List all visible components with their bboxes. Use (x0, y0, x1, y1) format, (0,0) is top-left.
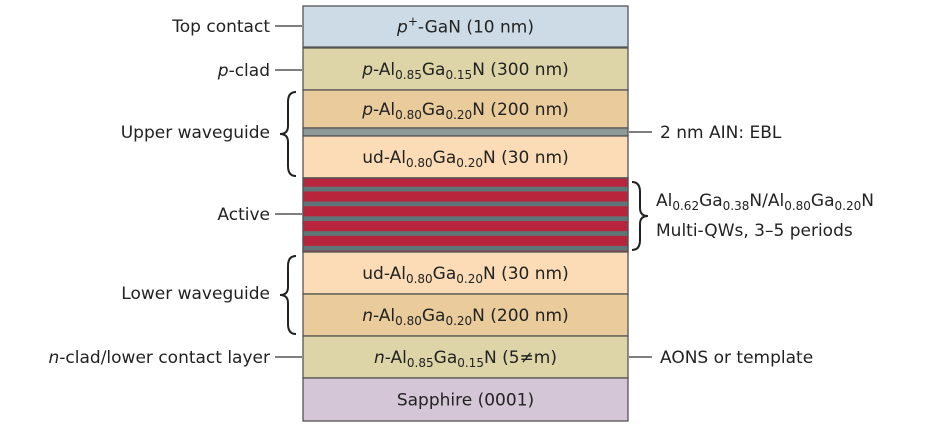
layer-text-p-clad-run: N (300 nm) (472, 60, 569, 80)
layer-sapphire (302, 377, 629, 422)
label-lower-waveguide: Lower waveguide (121, 284, 270, 304)
layer-text-p-clad-run: 0.85 (395, 68, 422, 82)
layer-text-n-clad-run: n (374, 348, 385, 368)
layer-text-ud-upper-waveguide-run: 0.20 (456, 156, 483, 170)
layer-text-top-contact: p+-GaN (10 nm) (396, 15, 534, 38)
layer-text-p-clad-run: Ga (422, 60, 446, 80)
layer-text-ud-lower-waveguide-run: ud-Al (362, 264, 406, 284)
qw-stripe (303, 245, 628, 251)
layer-text-p-upper-waveguide-run: -Al (373, 100, 395, 120)
label-mqw-run: Al (656, 191, 672, 211)
layer-text-ud-upper-waveguide-run: Ga (433, 148, 457, 168)
layer-text-n-lower-waveguide-run: n (362, 306, 373, 326)
label-n-clad-run: -clad/lower contact layer (59, 348, 270, 368)
label-upper-waveguide-run: Upper waveguide (121, 123, 270, 143)
layer-n-clad (302, 335, 629, 379)
layer-text-p-clad: p-Al0.85Ga0.15N (300 nm) (361, 60, 569, 82)
layer-p-upper-waveguide (302, 89, 629, 129)
layer-text-n-clad-run: Ga (434, 348, 458, 368)
label-p-clad-run: -clad (229, 61, 270, 81)
qw-stripe (303, 231, 628, 236)
layer-text-sapphire: Sapphire (0001) (397, 391, 534, 411)
qw-stripe (303, 201, 628, 207)
qw-stripe (303, 216, 628, 222)
layer-text-n-lower-waveguide-run: N (200 nm) (472, 306, 569, 326)
label-n-clad: n-clad/lower contact layer (49, 348, 270, 368)
label-p-clad: p-clad (217, 61, 270, 81)
layer-text-p-upper-waveguide-run: 0.80 (395, 108, 422, 122)
brace (279, 91, 297, 177)
layer-text-n-lower-waveguide-run: 0.20 (445, 314, 472, 328)
label-mqw-run: 0.62 (672, 199, 699, 213)
layer-text-p-clad-run: 0.15 (445, 68, 472, 82)
brace (631, 181, 649, 251)
layer-text-n-clad-run: -Al (385, 348, 407, 368)
layer-text-n-lower-waveguide-run: 0.80 (395, 314, 422, 328)
label-mqw-run: 0.80 (784, 199, 811, 213)
label-template-run: AONS or template (660, 348, 813, 368)
layer-text-ud-lower-waveguide-run: N (30 nm) (483, 264, 569, 284)
layer-text-n-clad-run: 0.85 (407, 356, 434, 370)
label-top-contact-run: Top contact (171, 17, 270, 37)
layer-text-top-contact-run: p (396, 18, 408, 38)
layer-n-lower-waveguide (302, 293, 629, 337)
layer-text-sapphire-run: Sapphire (0001) (397, 391, 534, 411)
label-template: AONS or template (660, 348, 813, 368)
layer-text-n-clad-run: N (5≠m) (484, 348, 557, 368)
layer-text-p-clad-run: p (361, 60, 373, 80)
layer-text-ud-upper-waveguide-run: N (30 nm) (483, 148, 569, 168)
label-mqw-run: Ga (699, 191, 723, 211)
layer-text-top-contact-run: + (408, 15, 418, 29)
layer-text-n-lower-waveguide-run: Ga (422, 306, 446, 326)
layer-ebl (302, 127, 629, 137)
layer-text-ud-lower-waveguide: ud-Al0.80Ga0.20N (30 nm) (362, 264, 568, 286)
leader-lines (275, 25, 652, 358)
label-mqw-run: N/Al (749, 191, 784, 211)
layer-text-ud-lower-waveguide-run: 0.80 (406, 272, 433, 286)
layer-text-n-lower-waveguide: n-Al0.80Ga0.20N (200 nm) (362, 306, 569, 328)
label-mqw-run: 0.20 (835, 199, 862, 213)
label-active: Active (217, 205, 270, 225)
label-mqw-line2: Multi-QWs, 3–5 periods (656, 221, 853, 241)
layer-text-top-contact-run: -GaN (10 nm) (418, 18, 534, 38)
layer-text-n-clad: n-Al0.85Ga0.15N (5≠m) (374, 348, 557, 370)
label-upper-waveguide: Upper waveguide (121, 123, 270, 143)
label-mqw-run: 0.38 (723, 199, 750, 213)
label-mqw-line2-run: Multi-QWs, 3–5 periods (656, 221, 853, 241)
layer-text-p-upper-waveguide-run: 0.20 (445, 108, 472, 122)
layer-text-p-upper-waveguide-run: Ga (422, 100, 446, 120)
layer-ud-lower-waveguide (302, 251, 629, 295)
brace (279, 255, 297, 335)
layer-text-p-upper-waveguide-run: p (361, 100, 373, 120)
layer-text-p-clad-run: -Al (373, 60, 395, 80)
layer-text-n-lower-waveguide-run: -Al (373, 306, 395, 326)
layer-text-ud-upper-waveguide-run: 0.80 (406, 156, 433, 170)
layer-text-p-upper-waveguide: p-Al0.80Ga0.20N (200 nm) (361, 100, 569, 122)
label-mqw: Al0.62Ga0.38N/Al0.80Ga0.20N (656, 191, 874, 213)
braces (279, 91, 649, 335)
layer-text-p-upper-waveguide-run: N (200 nm) (472, 100, 569, 120)
layer-stack: p+-GaN (10 nm)p-Al0.85Ga0.15N (300 nm)p-… (302, 5, 629, 422)
layer-text-ud-lower-waveguide-run: 0.20 (456, 272, 483, 286)
layer-text-ud-upper-waveguide-run: ud-Al (362, 148, 406, 168)
layer-text-ud-upper-waveguide: ud-Al0.80Ga0.20N (30 nm) (362, 148, 568, 170)
label-active-run: Active (217, 205, 270, 225)
label-n-clad-run: n (49, 348, 60, 368)
label-p-clad-run: p (217, 61, 229, 81)
layer-text-ud-lower-waveguide-run: Ga (433, 264, 457, 284)
label-lower-waveguide-run: Lower waveguide (121, 284, 270, 304)
label-top-contact: Top contact (171, 17, 270, 37)
layer-p-clad (302, 47, 629, 91)
layer-top-contact (302, 5, 629, 48)
label-ebl: 2 nm AIN: EBL (660, 123, 782, 143)
label-mqw-run: Ga (811, 191, 835, 211)
label-ebl-run: 2 nm AIN: EBL (660, 123, 782, 143)
qw-stripe (303, 186, 628, 192)
layer-text-n-clad-run: 0.15 (457, 356, 484, 370)
label-mqw-run: N (861, 191, 874, 211)
